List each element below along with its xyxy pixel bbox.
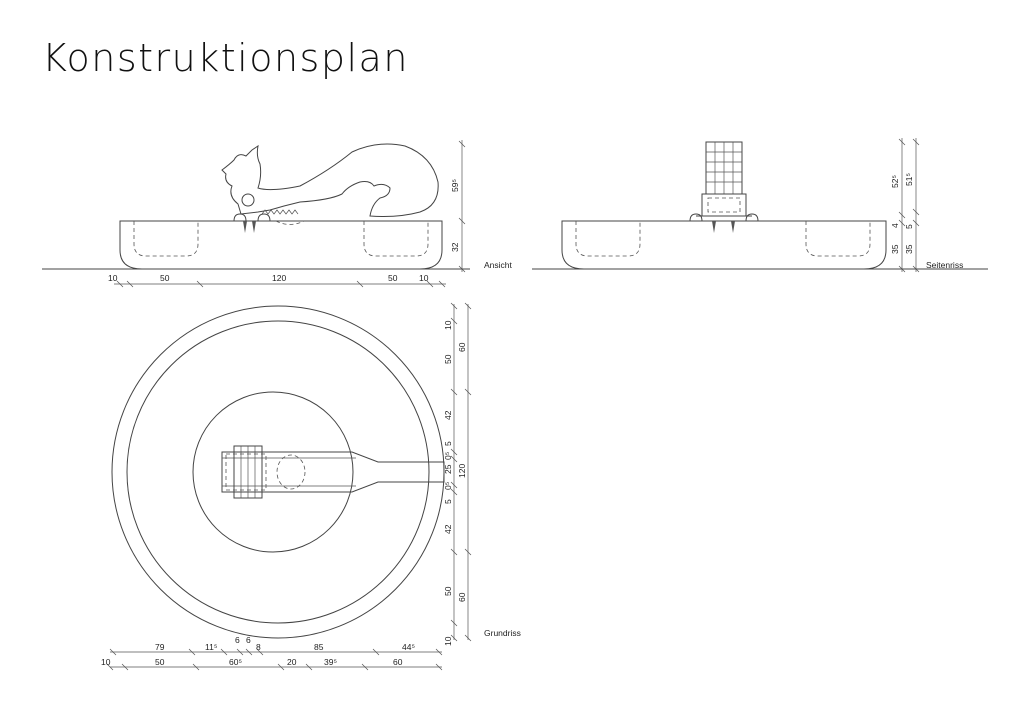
front-dim-50a: 50	[160, 273, 170, 283]
plan-hdim-115: 11⁵	[205, 642, 217, 652]
side-spike-2	[731, 221, 735, 233]
front-dim-10b: 10	[419, 273, 429, 283]
side-hollow-left	[575, 221, 641, 257]
plan-vdim-60b: 60	[457, 592, 467, 602]
plan-vdim-05b: 0⁵	[443, 482, 453, 490]
plan-head-hidden	[225, 453, 267, 491]
front-dim-50b: 50	[388, 273, 398, 283]
plan-vdim-42a: 42	[443, 410, 453, 420]
plan-vdim-5a: 5	[443, 441, 453, 446]
squirrel-silhouette	[221, 143, 439, 217]
plan-vdim-10b: 10	[443, 636, 453, 646]
squirrel-teeth	[261, 209, 299, 215]
plan-vdim-5b: 5	[443, 499, 453, 504]
front-hollow-left	[133, 221, 199, 257]
front-view: 10 50 120 50 10 59⁵ 32 Ansicht	[42, 140, 513, 288]
plan-vdim-05a: 0⁵	[443, 452, 453, 460]
side-base	[561, 220, 887, 270]
plan-vdim-25: 25	[443, 464, 453, 474]
plan-view-label: Grundriss	[484, 628, 521, 638]
front-hidden-foot	[275, 220, 305, 225]
plan-hdim-6b: 6	[246, 635, 251, 645]
plan-hdim-79: 79	[155, 642, 165, 652]
plan-hdim-50: 50	[155, 657, 165, 667]
plan-hidden-foot	[276, 454, 306, 490]
plan-vdim-42b: 42	[443, 524, 453, 534]
side-dim-4: 4	[890, 223, 900, 228]
plan-vdim-50a: 50	[443, 354, 453, 364]
plan-vdim-50b: 50	[443, 586, 453, 596]
plan-hdim-605: 60⁵	[229, 657, 242, 667]
front-dim-120: 120	[272, 273, 286, 283]
page-title: Konstruktionsplan	[42, 36, 409, 80]
plan-inner-rim	[126, 320, 430, 624]
side-dim-5: 5	[904, 224, 914, 229]
side-mount-left	[689, 213, 703, 222]
front-mount-left	[233, 213, 247, 222]
side-dim-515: 51⁵	[904, 173, 914, 186]
front-spike-2	[252, 221, 256, 233]
plan-hdim-445: 44⁵	[402, 642, 415, 652]
plan-hdim-10: 10	[101, 657, 111, 667]
side-dim-35b: 35	[904, 244, 914, 254]
plan-vdim-60a: 60	[457, 342, 467, 352]
squirrel-eye	[241, 193, 255, 207]
front-mount-right	[257, 213, 271, 222]
side-dim-525: 52⁵	[890, 175, 900, 188]
plan-vdim-10a: 10	[443, 320, 453, 330]
plan-hdim-8: 8	[256, 642, 261, 652]
plan-hdim-6a: 6	[235, 635, 240, 645]
plan-vdim-120: 120	[457, 464, 467, 478]
front-vdim-595: 59⁵	[450, 179, 460, 192]
front-hollow-right	[363, 221, 429, 257]
side-mount-right	[745, 213, 759, 222]
side-dim-35a: 35	[890, 244, 900, 254]
side-hollow-right	[805, 221, 871, 257]
side-view-label: Seitenriss	[926, 260, 963, 270]
side-block	[701, 193, 747, 217]
front-base	[119, 220, 443, 270]
side-view: 52⁵ 4 35 51⁵ 5 35 Seitenriss	[532, 138, 988, 273]
side-spike-1	[712, 221, 716, 233]
front-vdim-32: 32	[450, 242, 460, 252]
plan-center-circle	[192, 391, 354, 553]
front-spike-1	[243, 221, 247, 233]
plan-tail-bar	[221, 451, 445, 493]
plan-hdim-85: 85	[314, 642, 324, 652]
plan-hdim-60: 60	[393, 657, 403, 667]
side-block-hidden	[707, 197, 741, 213]
plan-hdim-20: 20	[287, 657, 297, 667]
front-dim-10a: 10	[108, 273, 118, 283]
plan-view: 10 50 42 5 0⁵ 25 0⁵ 5 42 50 10 60 120 60…	[101, 302, 521, 671]
front-view-label: Ansicht	[484, 260, 513, 270]
plan-hdim-395: 39⁵	[324, 657, 337, 667]
plan-outer-circle	[111, 305, 445, 639]
